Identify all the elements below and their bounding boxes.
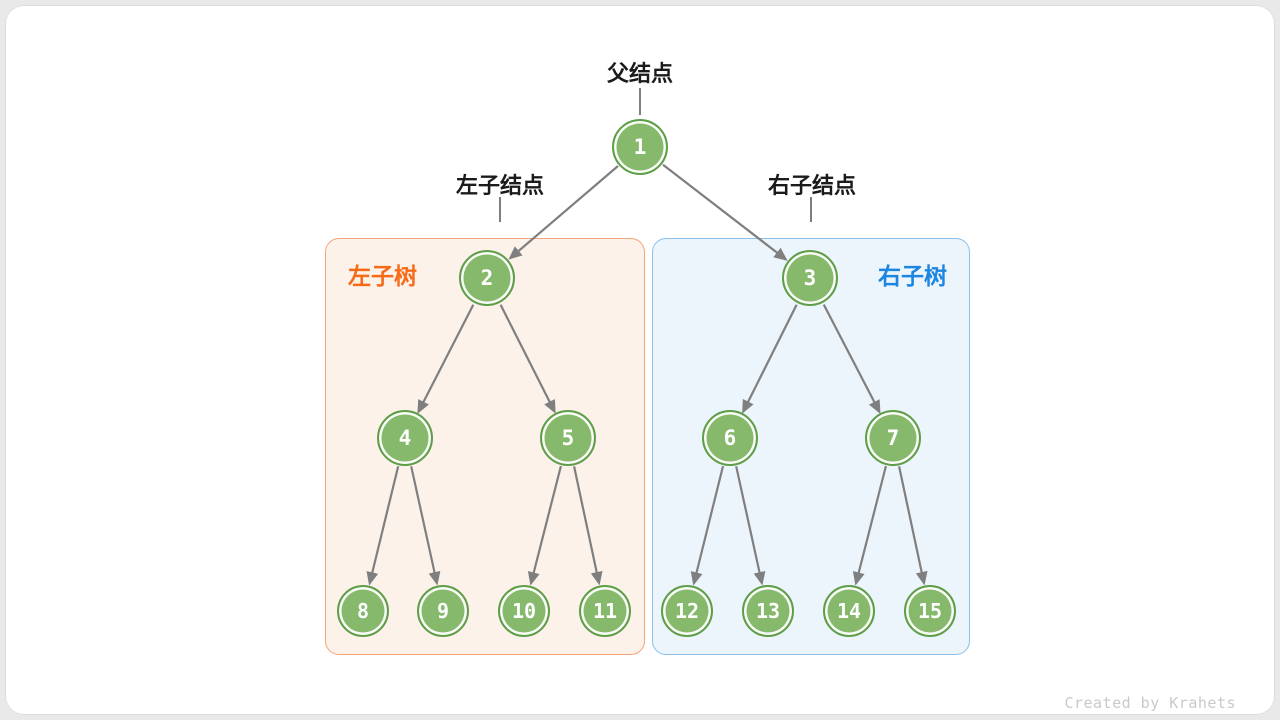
edge-2-5 bbox=[499, 304, 556, 414]
tree-node-8: 8 bbox=[337, 585, 389, 637]
edge-5-11 bbox=[573, 466, 603, 586]
edge-6-12 bbox=[690, 465, 725, 586]
tree-node-5: 5 bbox=[540, 410, 596, 466]
tree-node-11: 11 bbox=[579, 585, 631, 637]
tree-node-6: 6 bbox=[702, 410, 758, 466]
tree-node-13: 13 bbox=[742, 585, 794, 637]
edge-7-15 bbox=[898, 466, 928, 586]
tree-node-9: 9 bbox=[417, 585, 469, 637]
parent-node-label: 父结点 bbox=[606, 61, 674, 86]
right-child-node-label: 右子结点 bbox=[767, 173, 857, 198]
tree-node-3: 3 bbox=[782, 250, 838, 306]
edge-1-3 bbox=[662, 163, 788, 261]
edge-3-7 bbox=[822, 304, 881, 414]
tree-node-7: 7 bbox=[865, 410, 921, 466]
left-subtree-label: 左子树 bbox=[348, 263, 417, 289]
edge-3-6 bbox=[742, 304, 798, 414]
left-child-node-label: 左子结点 bbox=[455, 173, 545, 198]
tree-node-4: 4 bbox=[377, 410, 433, 466]
tree-node-1: 1 bbox=[612, 119, 668, 175]
edge-6-13 bbox=[735, 466, 766, 586]
edge-4-9 bbox=[410, 466, 441, 586]
edge-4-8 bbox=[366, 465, 400, 586]
tree-node-10: 10 bbox=[498, 585, 550, 637]
edge-5-10 bbox=[527, 465, 562, 586]
tree-node-15: 15 bbox=[904, 585, 956, 637]
tree-node-2: 2 bbox=[459, 250, 515, 306]
edge-7-14 bbox=[852, 465, 887, 586]
edge-2-4 bbox=[417, 304, 475, 414]
tree-node-12: 12 bbox=[661, 585, 713, 637]
edge-1-2 bbox=[508, 165, 619, 260]
watermark: Created by Krahets bbox=[1064, 694, 1236, 712]
right-subtree-label: 右子树 bbox=[878, 263, 947, 289]
tree-node-14: 14 bbox=[823, 585, 875, 637]
